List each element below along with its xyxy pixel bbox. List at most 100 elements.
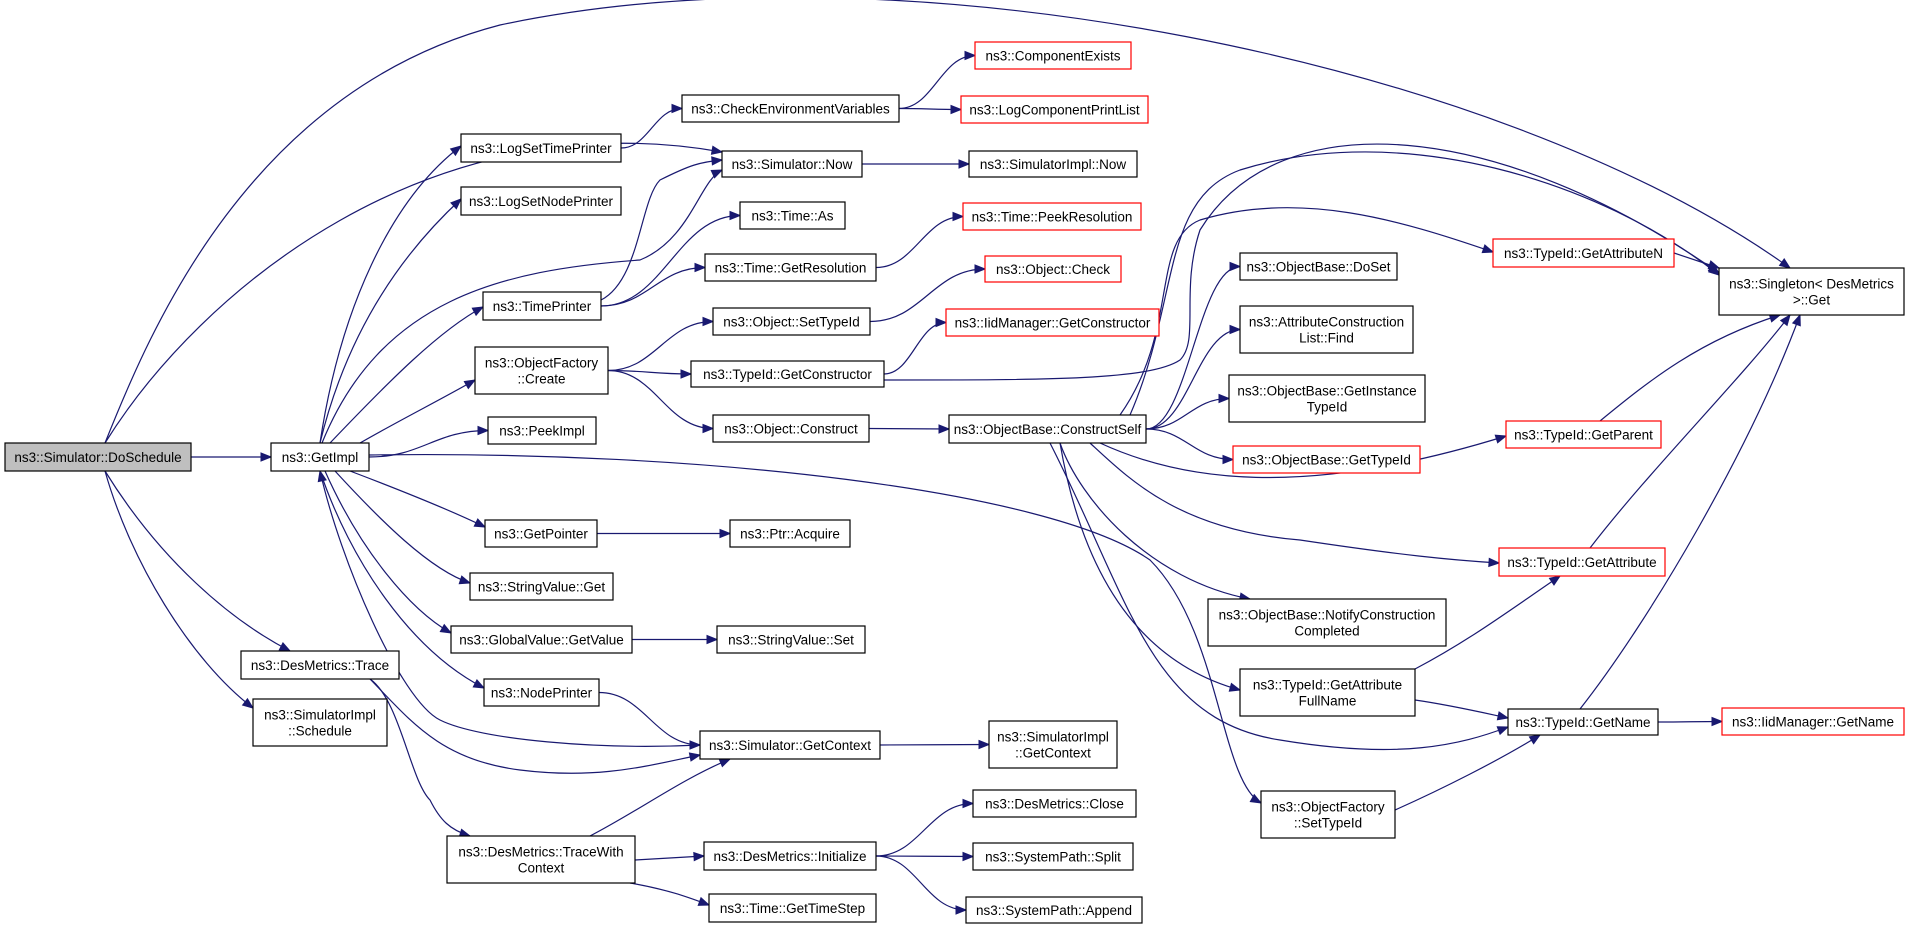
graph-node[interactable]: ns3::SystemPath::Split — [972, 842, 1134, 871]
node-label: ns3::ObjectFactory — [485, 356, 599, 371]
graph-node[interactable]: ns3::GetPointer — [484, 519, 598, 548]
edge-line — [600, 214, 741, 307]
node-label: ::GetContext — [1015, 746, 1091, 761]
node-box — [729, 519, 851, 548]
node-box — [4, 442, 192, 472]
graph-node[interactable]: ns3::DesMetrics::Close — [972, 789, 1137, 818]
graph-node[interactable]: ns3::IidManager::GetConstructor — [945, 308, 1160, 337]
graph-node[interactable]: ns3::DesMetrics::Trace — [240, 650, 400, 680]
graph-node[interactable]: ns3::LogComponentPrintList — [960, 95, 1149, 124]
graph-node[interactable]: ns3::ComponentExists — [974, 41, 1132, 70]
graph-node[interactable]: ns3::TypeId::GetAttribute — [1498, 547, 1666, 577]
graph-node[interactable]: ns3::Simulator::Now — [721, 150, 863, 178]
node-label: ns3::GlobalValue::GetValue — [459, 633, 624, 648]
node-label: ns3::DesMetrics::TraceWith — [458, 845, 623, 860]
graph-node[interactable]: ns3::SimulatorImpl::Now — [968, 150, 1138, 178]
graph-node[interactable]: ns3::ObjectFactory::Create — [474, 346, 609, 395]
graph-node[interactable]: ns3::Object::SetTypeId — [712, 307, 871, 336]
graph-node[interactable]: ns3::TypeId::GetAttributeN — [1492, 238, 1675, 268]
graph-node[interactable]: ns3::Object::Construct — [712, 414, 870, 443]
graph-node[interactable]: ns3::TypeId::GetName — [1507, 708, 1659, 736]
node-label: ns3::SimulatorImpl::Now — [980, 157, 1127, 172]
edge-line — [1414, 575, 1561, 670]
graph-node[interactable]: ns3::SimulatorImpl::Schedule — [252, 698, 388, 747]
node-box — [690, 360, 885, 388]
node-box — [240, 650, 400, 680]
node-label: ns3::LogSetTimePrinter — [470, 141, 612, 156]
edge-n34-n5 — [1673, 252, 1721, 270]
graph-node[interactable]: ns3::LogSetNodePrinter — [460, 186, 622, 216]
graph-node[interactable]: ns3::Time::GetTimeStep — [708, 893, 877, 923]
graph-node[interactable]: ns3::Object::Check — [984, 255, 1122, 283]
graph-node[interactable]: ns3::IidManager::GetName — [1721, 707, 1905, 736]
graph-node[interactable]: ns3::SystemPath::Append — [965, 896, 1143, 924]
graph-node[interactable]: ns3::TypeId::GetConstructor — [690, 360, 885, 388]
graph-node[interactable]: ns3::NodePrinter — [483, 678, 600, 707]
edge-line — [104, 470, 291, 652]
edge-line — [319, 145, 462, 444]
edge-n0-n2 — [104, 470, 292, 652]
edge-arrowhead — [1548, 575, 1562, 586]
graph-node[interactable]: ns3::ObjectBase::ConstructSelf — [948, 414, 1147, 444]
graph-node[interactable]: ns3::ObjectBase::NotifyConstructionCompl… — [1207, 598, 1447, 647]
node-label: ::Schedule — [288, 724, 352, 739]
edge-n9-n26 — [607, 369, 715, 434]
graph-node[interactable]: ns3::TimePrinter — [482, 291, 602, 321]
graph-node[interactable]: ns3::Time::PeekResolution — [962, 202, 1142, 231]
edge-line — [1145, 328, 1241, 430]
graph-node[interactable]: ns3::DesMetrics::Initialize — [703, 841, 877, 871]
graph-node[interactable]: ns3::Simulator::GetContext — [699, 730, 881, 760]
graph-node[interactable]: ns3::Singleton< DesMetrics>::Get — [1718, 267, 1905, 316]
edge-line — [1129, 151, 1720, 416]
edge-line — [598, 691, 701, 746]
graph-node[interactable]: ns3::StringValue::Get — [469, 572, 614, 601]
graph-node[interactable]: ns3::Simulator::DoSchedule — [4, 442, 192, 472]
edge-n15-n17 — [898, 104, 963, 115]
edge-n1-n12 — [334, 470, 472, 585]
edge-line — [369, 678, 701, 774]
graph-node[interactable]: ns3::PeekImpl — [487, 416, 597, 445]
node-label: ns3::Simulator::GetContext — [709, 738, 871, 753]
edge-line — [634, 855, 705, 861]
graph-node[interactable]: ns3::ObjectBase::GetTypeId — [1232, 445, 1421, 474]
graph-node[interactable]: ns3::Time::As — [739, 201, 846, 230]
edge-arrowhead — [706, 634, 719, 645]
edge-n43-n41 — [589, 758, 732, 837]
node-label: ns3::ObjectBase::ConstructSelf — [954, 422, 1142, 437]
graph-node[interactable]: ns3::StringValue::Set — [716, 625, 866, 654]
node-label: ns3::AttributeConstruction — [1249, 315, 1404, 330]
graph-node[interactable]: ns3::ObjectBase::DoSet — [1239, 252, 1398, 281]
node-box — [1239, 668, 1416, 717]
edge-line — [1414, 699, 1509, 719]
graph-node[interactable]: ns3::GetImpl — [270, 442, 370, 472]
node-label: ::SetTypeId — [1294, 816, 1362, 831]
node-box — [446, 835, 636, 884]
edge-line — [620, 107, 683, 149]
node-box — [487, 416, 597, 445]
edge-arrowhead — [472, 678, 486, 689]
graph-node[interactable]: ns3::Ptr::Acquire — [729, 519, 851, 548]
edge-line — [1145, 428, 1234, 461]
graph-node[interactable]: ns3::Time::GetResolution — [704, 253, 877, 282]
graph-node[interactable]: ns3::TypeId::GetParent — [1505, 420, 1662, 449]
graph-node[interactable]: ns3::GlobalValue::GetValue — [450, 625, 633, 654]
graph-node[interactable]: ns3::ObjectFactory::SetTypeId — [1260, 790, 1396, 839]
edge-n37-n38 — [1657, 716, 1724, 727]
edge-n8-n4 — [600, 156, 724, 301]
graph-node[interactable]: ns3::CheckEnvironmentVariables — [681, 94, 900, 123]
graph-node[interactable]: ns3::SimulatorImpl::GetContext — [988, 720, 1118, 769]
graph-node[interactable]: ns3::LogSetTimePrinter — [460, 133, 622, 163]
node-label: ns3::LogComponentPrintList — [969, 103, 1140, 118]
node-label: ns3::ObjectBase::NotifyConstruction — [1219, 608, 1436, 623]
edge-n14-n41 — [598, 691, 702, 750]
edge-arrowhead — [962, 851, 975, 862]
edge-line — [1049, 442, 1509, 751]
edge-line — [1394, 734, 1541, 811]
edge-line — [349, 470, 486, 528]
node-label: ns3::DesMetrics::Trace — [251, 658, 389, 673]
edge-n1-n10 — [368, 425, 490, 458]
